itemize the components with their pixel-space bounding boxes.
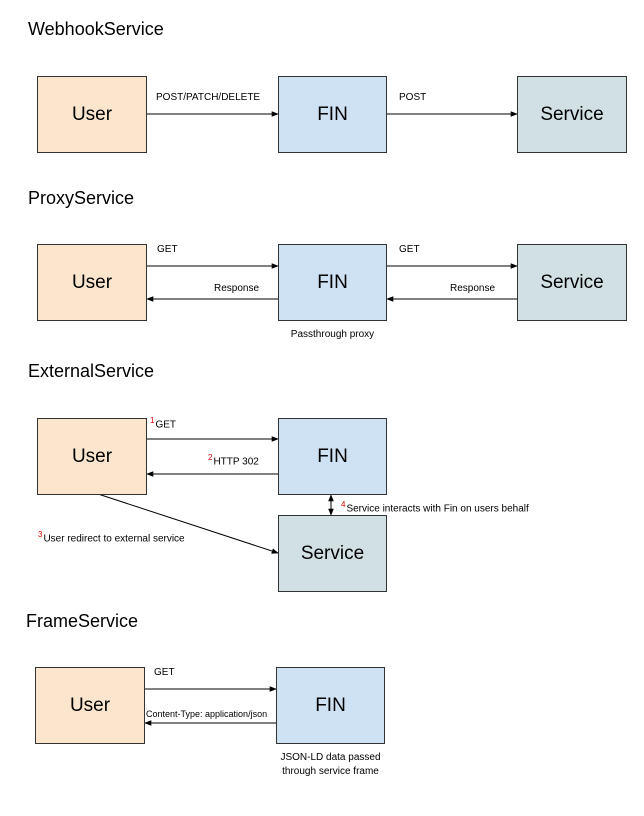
proxy-service-box: Service bbox=[517, 244, 627, 321]
step-4-text: Service interacts with Fin on users beha… bbox=[346, 503, 529, 515]
frame-caption-line-2: through service frame bbox=[282, 766, 379, 777]
step-2-text: HTTP 302 bbox=[213, 456, 259, 468]
external-step4-label: 4Service interacts with Fin on users beh… bbox=[341, 500, 529, 514]
step-3-number: 3 bbox=[38, 530, 43, 539]
frame-fin-box: FIN bbox=[276, 667, 385, 744]
webhook-user-box: User bbox=[37, 76, 147, 153]
proxy-response-label-1: Response bbox=[214, 283, 260, 294]
step-2-number: 2 bbox=[208, 453, 213, 462]
proxy-title: ProxyService bbox=[28, 188, 135, 208]
webhook-fin-box: FIN bbox=[278, 76, 387, 153]
proxy-get-label-2: GET bbox=[399, 244, 420, 255]
webhook-post-label: POST bbox=[399, 92, 427, 103]
step-4-number: 4 bbox=[341, 500, 346, 509]
external-user-box: User bbox=[37, 418, 147, 495]
external-step1-label: 1GET bbox=[150, 416, 176, 430]
webhook-title: WebhookService bbox=[28, 19, 164, 39]
proxy-fin-box: FIN bbox=[278, 244, 387, 321]
external-service-box: Service bbox=[278, 515, 387, 592]
proxy-get-label-1: GET bbox=[157, 244, 178, 255]
frame-user-box: User bbox=[35, 667, 145, 744]
external-redirect-arrow bbox=[91, 491, 279, 554]
step-1-text: GET bbox=[155, 419, 177, 431]
external-title: ExternalService bbox=[28, 361, 155, 381]
frame-title: FrameService bbox=[26, 611, 139, 631]
frame-get-label: GET bbox=[154, 667, 175, 678]
external-fin-box: FIN bbox=[278, 418, 387, 495]
step-1-number: 1 bbox=[150, 416, 155, 425]
external-step3-label: 3User redirect to external service bbox=[38, 530, 185, 544]
step-3-text: User redirect to external service bbox=[43, 533, 185, 545]
proxy-caption: Passthrough proxy bbox=[290, 329, 375, 340]
frame-caption: JSON-LD data passed through service fram… bbox=[262, 751, 399, 779]
webhook-service-box: Service bbox=[517, 76, 627, 153]
frame-content-type-label: Content-Type: application/json bbox=[146, 709, 268, 719]
external-step2-label: 2HTTP 302 bbox=[208, 453, 259, 467]
webhook-post-patch-delete-label: POST/PATCH/DELETE bbox=[156, 92, 261, 103]
proxy-user-box: User bbox=[37, 244, 147, 321]
frame-caption-line-1: JSON-LD data passed bbox=[280, 752, 381, 763]
proxy-response-label-2: Response bbox=[450, 283, 496, 294]
